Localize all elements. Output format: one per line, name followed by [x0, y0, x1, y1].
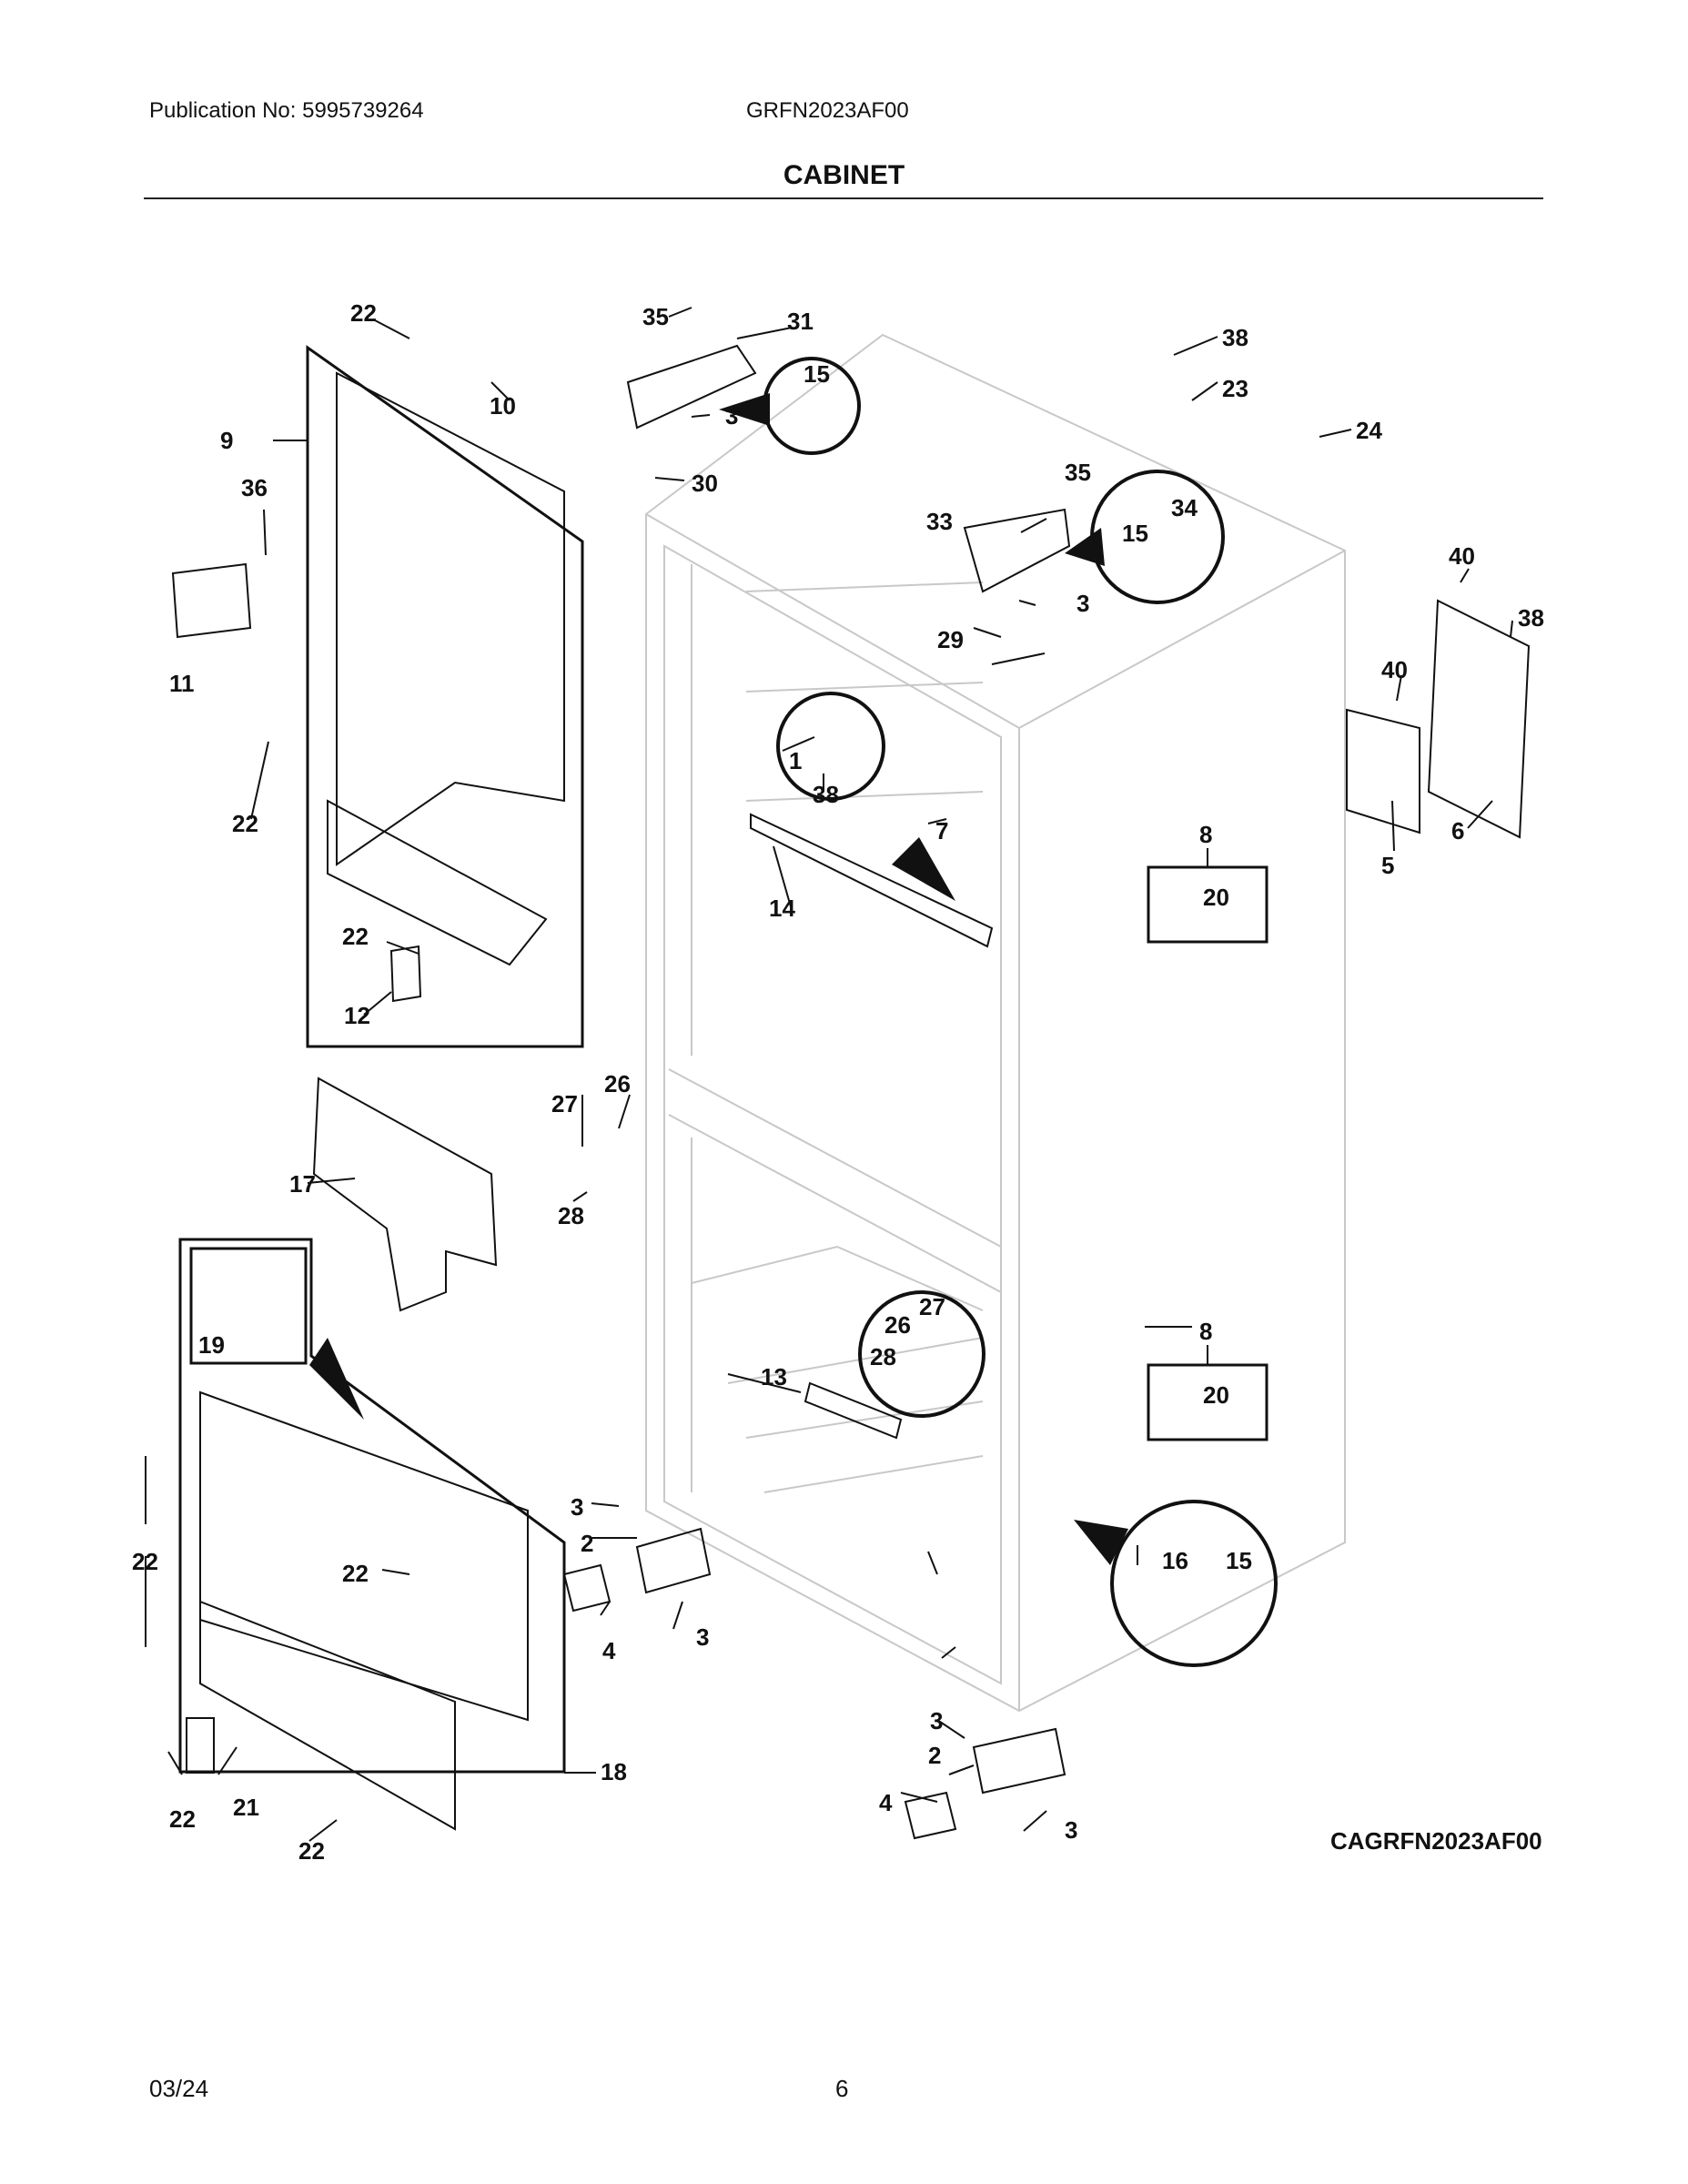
callout-38: 38	[1518, 604, 1544, 632]
callout-labels: 22 10 9 36 11 22 22 12 35 31 15 3 30 35 …	[132, 299, 1544, 1865]
callout-26: 26	[884, 1311, 911, 1339]
callout-29: 29	[937, 626, 964, 653]
callout-22: 22	[298, 1837, 325, 1865]
callout-15: 15	[1122, 520, 1148, 547]
callout-38: 38	[813, 781, 839, 808]
callout-22: 22	[132, 1548, 158, 1575]
callout-6: 6	[1451, 817, 1464, 844]
callout-19: 19	[198, 1331, 225, 1359]
callout-3: 3	[571, 1493, 583, 1521]
callout-33: 33	[926, 508, 953, 535]
callout-8: 8	[1199, 821, 1212, 848]
callout-21: 21	[233, 1794, 259, 1821]
callout-2: 2	[928, 1742, 941, 1769]
callout-4: 4	[879, 1789, 893, 1816]
callout-40: 40	[1449, 542, 1475, 570]
model-number: GRFN2023AF00	[746, 98, 909, 123]
page-number: 6	[835, 2075, 849, 2102]
diagram-code: CAGRFN2023AF00	[1330, 1827, 1542, 1855]
callout-35: 35	[642, 303, 669, 330]
callout-4: 4	[602, 1637, 616, 1664]
callout-2: 2	[581, 1530, 593, 1557]
callout-3: 3	[1065, 1816, 1077, 1844]
callout-28: 28	[870, 1343, 896, 1370]
cabinet-body	[645, 333, 1346, 1713]
leader-lines	[145, 307, 1513, 1842]
callout-15: 15	[804, 360, 830, 388]
outline-strokes	[171, 344, 1531, 1840]
callout-27: 27	[919, 1293, 945, 1320]
footer-date: 03/24	[149, 2075, 209, 2102]
callout-36: 36	[241, 474, 268, 501]
callout-22: 22	[169, 1805, 196, 1833]
callout-27: 27	[551, 1090, 578, 1117]
pointer-wedges	[309, 393, 1128, 1565]
callout-11: 11	[169, 670, 195, 697]
callout-26: 26	[604, 1070, 631, 1097]
callout-22: 22	[342, 923, 369, 950]
callout-13: 13	[761, 1363, 787, 1390]
callout-9: 9	[220, 427, 233, 454]
callout-28: 28	[558, 1202, 584, 1229]
callout-31: 31	[787, 308, 814, 335]
callout-18: 18	[601, 1758, 627, 1785]
callout-30: 30	[692, 470, 718, 497]
publication-number: Publication No: 5995739264	[149, 98, 424, 123]
callout-7: 7	[935, 817, 948, 844]
header-rule	[144, 197, 1543, 199]
callout-14: 14	[769, 895, 795, 922]
callout-38: 38	[1222, 324, 1248, 351]
callout-5: 5	[1381, 852, 1394, 879]
callout-22: 22	[350, 299, 377, 327]
callout-40: 40	[1381, 656, 1408, 683]
callout-20: 20	[1203, 884, 1229, 911]
callout-3: 3	[930, 1707, 943, 1734]
callout-34: 34	[1171, 494, 1198, 521]
callout-23: 23	[1222, 375, 1248, 402]
section-title: CABINET	[783, 160, 905, 190]
callout-3: 3	[1076, 590, 1089, 617]
callout-15: 15	[1226, 1547, 1252, 1574]
callout-22: 22	[232, 810, 258, 837]
callout-3: 3	[725, 402, 738, 430]
callout-12: 12	[344, 1002, 370, 1029]
callout-17: 17	[289, 1170, 316, 1198]
callout-8: 8	[1199, 1318, 1212, 1345]
callout-10: 10	[490, 392, 516, 420]
callout-1: 1	[789, 747, 802, 774]
callout-22: 22	[342, 1560, 369, 1587]
callout-20: 20	[1203, 1381, 1229, 1409]
callout-16: 16	[1162, 1547, 1188, 1574]
callout-3: 3	[696, 1623, 709, 1651]
callout-24: 24	[1356, 417, 1382, 444]
callout-35: 35	[1065, 459, 1091, 486]
